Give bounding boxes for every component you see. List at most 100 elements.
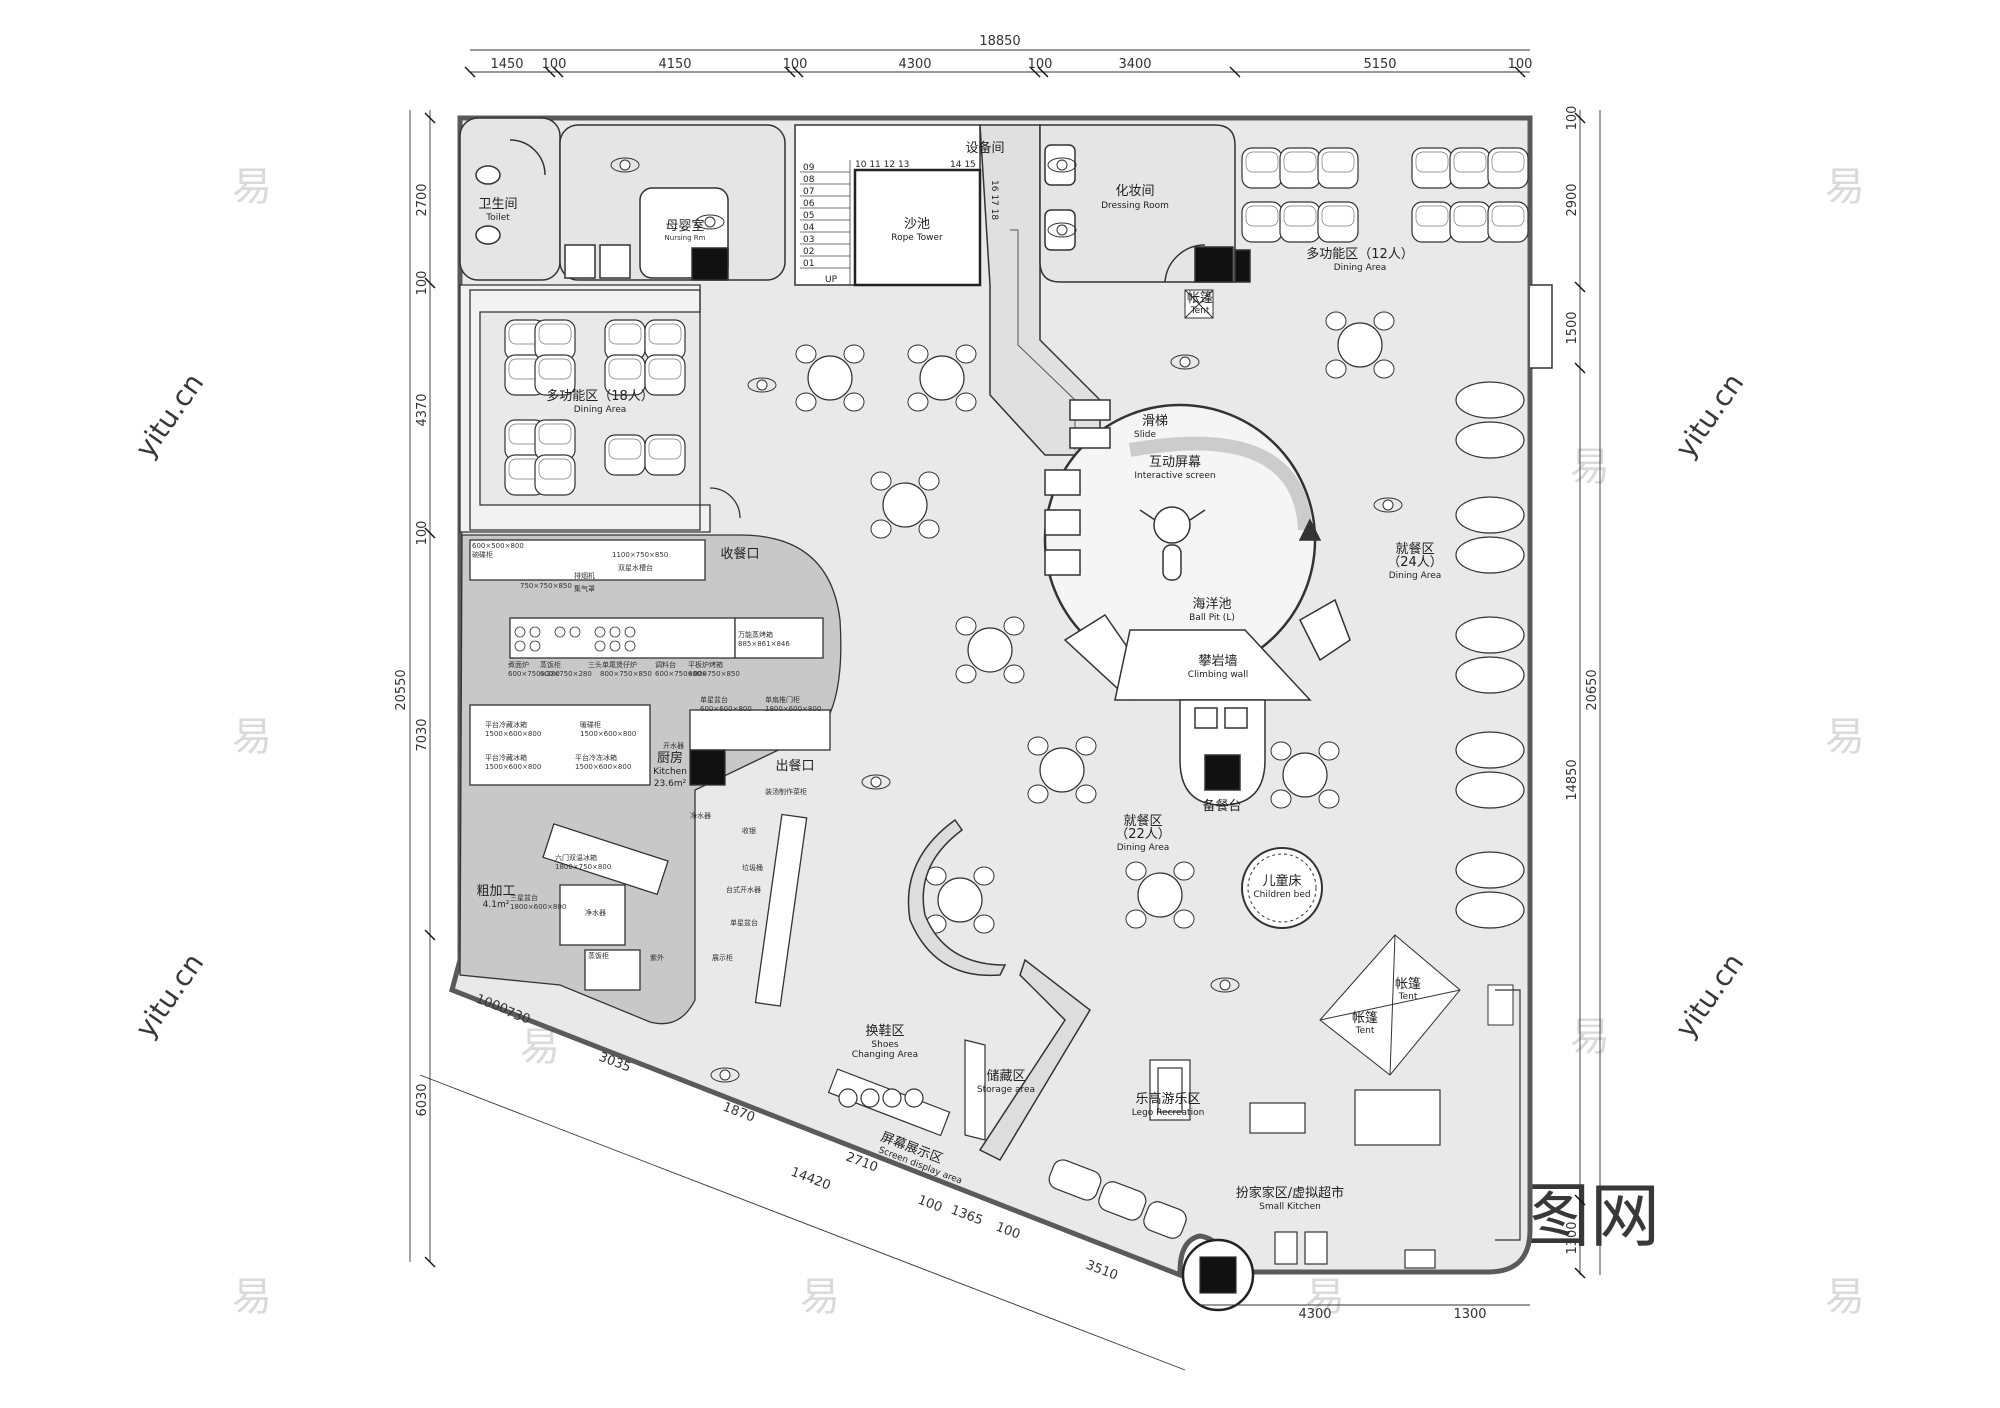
label-dining12-en: Dining Area: [1334, 263, 1387, 273]
watermark-glyph: 易: [232, 714, 272, 760]
watermark-glyph: 易: [1570, 1014, 1610, 1060]
label-children-bed-en: Children bed: [1253, 890, 1310, 900]
kitchen-label: 单星盆台: [700, 695, 728, 704]
label-collect-zh: 收餐口: [720, 546, 759, 562]
label-rough-area: 4.1m²: [483, 900, 510, 910]
kitchen-label: 1500×600×800: [575, 763, 631, 771]
label-slide-zh: 滑梯: [1142, 414, 1168, 429]
label-dining22-en: Dining Area: [1117, 843, 1170, 853]
dim-left: 6030: [415, 1083, 430, 1116]
label-shoes-en: Shoes: [871, 1040, 898, 1050]
dim-top: 4300: [898, 57, 931, 72]
kitchen-area: [459, 534, 842, 1025]
entrance-door[interactable]: [1530, 284, 1553, 369]
label-small-kitchen-en: Small Kitchen: [1259, 1202, 1321, 1212]
stair-step: 06: [803, 199, 815, 209]
label-climbing-en: Climbing wall: [1188, 670, 1248, 680]
dim-left-total: 20550: [394, 669, 409, 710]
kitchen-label: 煮面炉: [508, 660, 529, 669]
stair-step: 08: [803, 175, 815, 185]
kitchen-label: 双星水槽台: [618, 563, 653, 572]
label-dining22-zh2: （22人）: [1115, 827, 1171, 842]
dim-top: 3400: [1118, 57, 1151, 72]
label-ballpit-zh: 海洋池: [1192, 597, 1231, 612]
label-slide-en: Slide: [1134, 430, 1156, 440]
kitchen-label: 600×500×800: [472, 542, 524, 550]
label-shoes-zh: 换鞋区: [865, 1023, 904, 1039]
dim-top: 100: [1028, 57, 1053, 72]
booths-24: [1455, 381, 1525, 1026]
kitchen-label: 1500×600×800: [580, 730, 636, 738]
kitchen-label: 蒸饭柜: [540, 660, 561, 669]
watermark-glyph: 易: [1305, 1274, 1345, 1320]
stair-step: 09: [803, 163, 815, 173]
label-rope-en: Rope Tower: [891, 233, 943, 243]
label-tent-right2-en: Tent: [1355, 1026, 1375, 1036]
kitchen-label: 万能蒸烤箱: [738, 630, 773, 639]
kitchen-label: 三头单尾煲仔炉: [588, 660, 637, 669]
kitchen-label: 800×750×850: [600, 670, 652, 678]
label-children-bed-zh: 儿童床: [1262, 873, 1301, 889]
kitchen-label: 平台冷藏冰箱: [485, 753, 527, 762]
stair-step-top-right: 14 15: [950, 160, 976, 170]
dim-diagonal: 100: [916, 1193, 945, 1216]
watermark-brand: yitu.cn: [129, 367, 211, 464]
label-toilet-en: Toilet: [485, 213, 510, 223]
stair-step: 07: [803, 187, 814, 197]
kitchen-label: 1500×600×800: [485, 730, 541, 738]
kitchen-label: 装汤制作菜柜: [765, 787, 807, 796]
kitchen-label: 平台冷藏冰箱: [485, 720, 527, 729]
label-nursing-en: Nursing Rm: [665, 234, 706, 242]
stair-step: 01: [803, 259, 814, 269]
watermark-brand: yitu.cn: [1669, 947, 1751, 1044]
stair-up: UP: [825, 275, 838, 285]
watermark-glyph: 易: [232, 1274, 272, 1320]
label-dining22-zh: 就餐区: [1123, 813, 1162, 829]
label-small-kitchen-zh: 扮家家区/虚拟超市: [1236, 1185, 1344, 1201]
watermark-glyph: 易: [1570, 444, 1610, 490]
stair-step: 02: [803, 247, 814, 257]
ball-pit: [1043, 399, 1351, 806]
label-kitchen-en: Kitchen: [653, 767, 687, 777]
label-shoes-en2: Changing Area: [852, 1050, 918, 1060]
label-tent-top-zh: 帐篷: [1187, 291, 1213, 306]
label-storage-zh: 储藏区: [986, 1069, 1025, 1084]
label-ballpit-en: Ball Pit (L): [1189, 613, 1235, 623]
kitchen-label: 蒸饭柜: [588, 951, 609, 960]
kitchen-label: 排烟机: [574, 571, 595, 580]
kitchen-label: 600×750×280: [508, 670, 560, 678]
dim-right: 14850: [1565, 759, 1580, 800]
kitchen-label: 平台冷冻冰箱: [575, 753, 617, 762]
dim-diagonal: 3510: [1084, 1258, 1120, 1284]
label-kitchen-zh: 厨房: [657, 750, 683, 766]
label-serve-zh: 出餐口: [775, 758, 814, 774]
partition-walls: [907, 818, 1091, 1161]
label-nursing-zh: 母婴室: [665, 218, 704, 234]
kitchen-label: 调料台: [655, 660, 676, 669]
label-dining18-en: Dining Area: [574, 405, 627, 415]
dim-bottom: 4300: [1298, 1307, 1331, 1322]
label-kitchen-area: 23.6m²: [654, 779, 687, 789]
label-equipment-zh: 设备间: [965, 140, 1004, 156]
stair-step-side: 16 17 18: [989, 180, 999, 220]
stair-step: 04: [803, 223, 815, 233]
label-lego-zh: 乐高游乐区: [1135, 1091, 1200, 1107]
column: [691, 247, 729, 281]
dimension-lines: [409, 49, 1601, 1371]
dining-18-area: [459, 284, 741, 533]
dim-top: 4150: [658, 57, 691, 72]
kitchen-label: 750×750×850: [520, 582, 572, 590]
stair-step: 05: [803, 211, 814, 221]
label-dining24-zh: 就餐区: [1395, 541, 1434, 557]
dim-top: 5150: [1363, 57, 1396, 72]
kitchen-label: 台式开水器: [726, 885, 761, 894]
kitchen-annotations: 600×500×800 碗碟柜 750×750×850 排烟机 集气罩 1100…: [472, 542, 821, 962]
kitchen-label: 1800×600×800: [510, 903, 566, 911]
label-climbing-zh: 攀岩墙: [1198, 654, 1237, 669]
label-storage-en: Storage area: [977, 1085, 1035, 1095]
dim-right-total: 20650: [1585, 669, 1600, 710]
kitchen-label: 单星盆台: [730, 918, 758, 927]
dim-bottom: 1300: [1453, 1307, 1486, 1322]
lower-area: [827, 989, 1521, 1312]
